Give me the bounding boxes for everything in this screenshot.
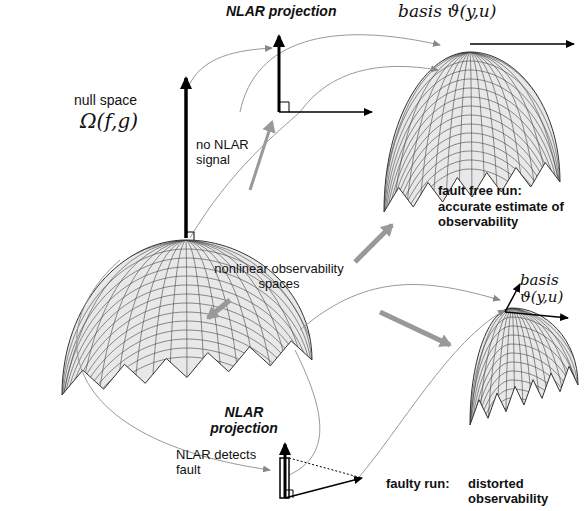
annotation-label: faulty run: xyxy=(386,477,450,492)
annotation-label: distorted observability xyxy=(468,477,580,507)
surface-outline xyxy=(470,308,578,425)
annotation-label: NLAR detects fault xyxy=(176,448,258,478)
surface-outline xyxy=(384,52,560,212)
annotation-label: fault free run: xyxy=(438,184,522,199)
annotation-label: null space xyxy=(74,92,137,108)
annotation-label: NLAR projection xyxy=(208,404,280,436)
annotation-label: NLAR projection xyxy=(226,3,336,19)
annotation-label: basis ϑ(y,u) xyxy=(520,272,580,307)
annotation-label: accurate estimate of observability xyxy=(438,200,578,230)
observability-surface xyxy=(384,52,560,212)
annotation-label: basis ϑ(y,u) xyxy=(398,2,496,22)
annotation-label: no NLAR signal xyxy=(196,138,276,168)
surface-mesh xyxy=(364,52,580,329)
annotation-label: nonlinear observability spaces xyxy=(214,262,344,292)
observability-surface xyxy=(470,308,578,425)
annotation-label: Ω(f,g) xyxy=(80,110,138,133)
surface-mesh xyxy=(450,308,584,511)
